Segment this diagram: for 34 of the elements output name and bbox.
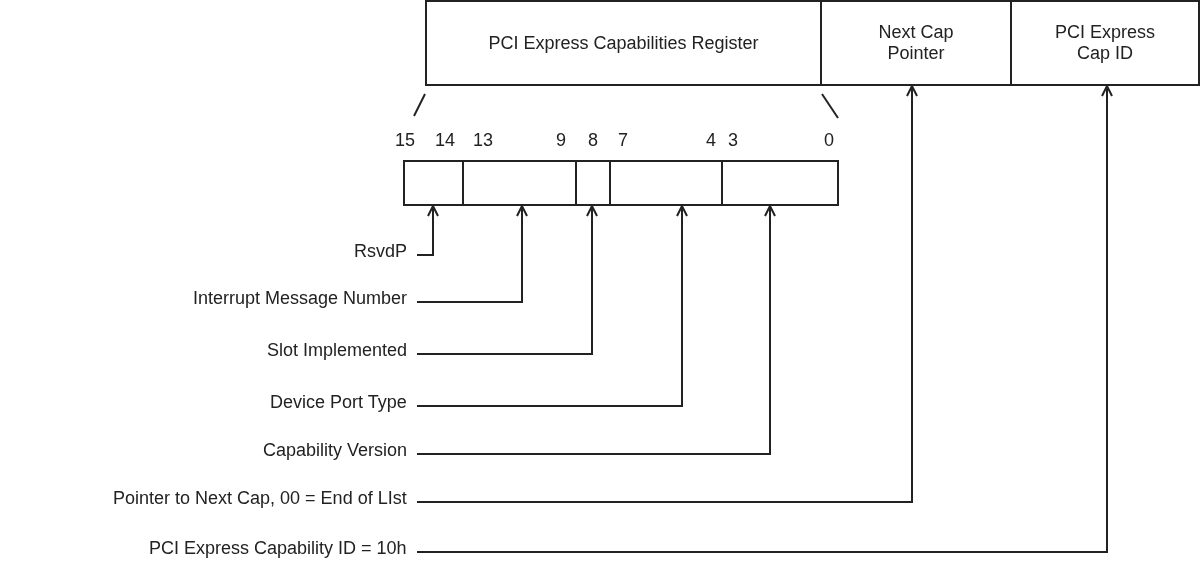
field-description: Capability Version: [263, 439, 408, 461]
bit-number: 4: [706, 130, 716, 151]
bit-number: 13: [473, 130, 494, 151]
field-name: PCI Express Cap ID: [1054, 22, 1156, 64]
leader-arrow: [416, 85, 918, 503]
bit-field: [462, 160, 577, 206]
bit-number: 9: [556, 130, 566, 151]
leader-arrow: [416, 205, 439, 256]
bit-field: [721, 160, 839, 206]
bit-field: [403, 160, 464, 206]
field-description: PCI Express Capability ID = 10h: [149, 537, 407, 559]
register-field: [820, 0, 1012, 86]
bit-number: 7: [618, 130, 628, 151]
bit-field: [575, 160, 611, 206]
field-description: Pointer to Next Cap, 00 = End of LIst: [113, 487, 407, 509]
register-field: [425, 0, 822, 86]
field-description: Slot Implemented: [267, 339, 408, 361]
bit-number: 8: [588, 130, 598, 151]
bit-number: 3: [728, 130, 738, 151]
leader-arrow: [416, 205, 776, 455]
field-name: PCI Express Capabilities Register: [488, 32, 759, 54]
bit-field: [609, 160, 723, 206]
leader-arrow: [416, 85, 1113, 553]
field-description: RsvdP: [354, 240, 407, 262]
leader-arrow: [416, 205, 688, 407]
field-description: Interrupt Message Number: [193, 287, 408, 309]
bit-number: 0: [824, 130, 834, 151]
field-description: Device Port Type: [270, 391, 407, 413]
bit-number: 15: [395, 130, 416, 151]
leader-arrow: [416, 205, 528, 303]
leader-arrow: [416, 205, 598, 355]
field-name: Next Cap Pointer: [877, 22, 955, 64]
bit-number: 14: [435, 130, 456, 151]
register-field: [1010, 0, 1200, 86]
